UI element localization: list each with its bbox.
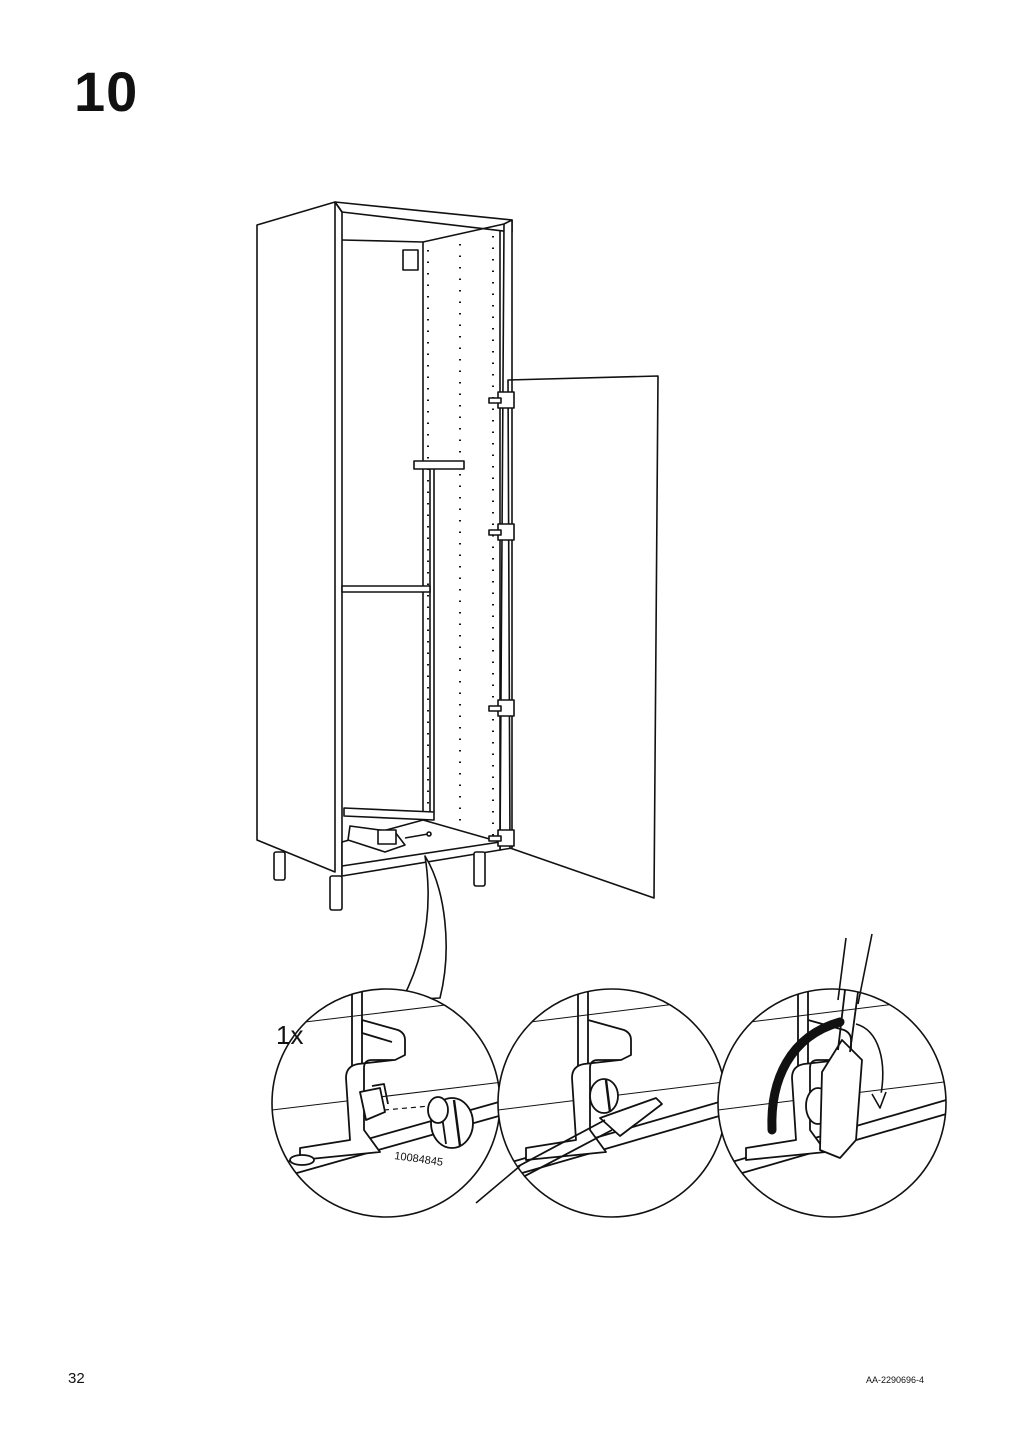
quantity-label: 1x [276, 1020, 303, 1050]
detail-circle-2 [497, 988, 727, 1218]
screwdriver-shaft [475, 1165, 521, 1204]
cabinet-drawing [256, 201, 659, 911]
detail-circle-3 [717, 988, 947, 1218]
screwdriver-handle [837, 933, 873, 1005]
document-code: AA-2290696-4 [866, 1375, 925, 1385]
step-number: 10 [74, 60, 139, 123]
detail-circle-1: 1x 10084845 [271, 988, 501, 1218]
callout-leader [401, 855, 447, 1001]
page-number: 32 [68, 1370, 85, 1387]
